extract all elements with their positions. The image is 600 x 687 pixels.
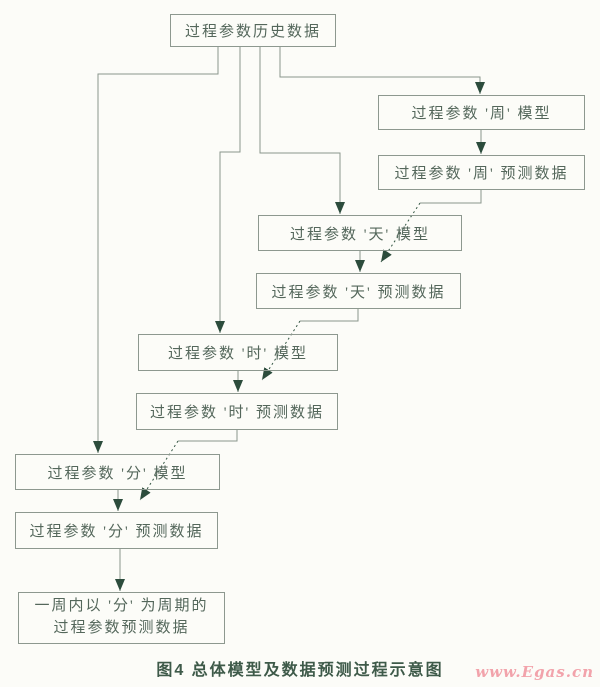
node-week-model: 过程参数 '周' 模型 [378,95,585,130]
arrow-history-to-day-model [259,47,345,214]
node-week-model-label: 过程参数 '周' 模型 [411,106,552,122]
arrow-history-to-week-model [279,47,485,94]
elbow-day-data-to-hour-data [300,309,359,322]
node-min-data-label: 过程参数 '分' 预测数据 [29,524,204,540]
dashed-arrow-week-data-to-day-data [380,202,421,263]
node-week-prediction-data: 过程参数 '周' 预测数据 [378,155,585,190]
figure-caption: 图4 总体模型及数据预测过程示意图 [156,662,444,679]
node-hour-prediction-data: 过程参数 '时' 预测数据 [136,393,338,430]
node-hour-data-label: 过程参数 '时' 预测数据 [150,405,324,421]
elbow-week-data-to-day-data [420,190,482,204]
dashed-arrow-day-data-to-hour-data [261,320,301,381]
node-history-label: 过程参数历史数据 [184,24,321,40]
node-min-model-label: 过程参数 '分' 模型 [47,465,188,482]
arrow-history-to-hour-model [215,47,241,333]
node-day-data-label: 过程参数 '天' 预测数据 [271,284,446,301]
arrow-history-to-min-model [93,47,219,453]
node-history-data: 过程参数历史数据 [170,14,336,47]
dashed-arrow-hour-data-to-min-data [139,440,179,501]
node-final-label-line1: 一周内以 '分' 为周期的 [34,598,209,615]
watermark-url: www.Egas.cn [475,663,594,681]
node-week-data-label: 过程参数 '周' 预测数据 [394,166,569,182]
node-final-weekly-minute-data: 一周内以 '分' 为周期的 过程参数预测数据 [18,592,225,644]
node-minute-prediction-data: 过程参数 '分' 预测数据 [15,512,218,549]
node-day-model: 过程参数 '天' 模型 [258,215,462,251]
node-hour-model: 过程参数 '时' 模型 [138,334,338,371]
node-hour-model-label: 过程参数 '时' 模型 [168,346,308,362]
node-day-model-label: 过程参数 '天' 模型 [290,226,430,243]
elbow-hour-data-to-min-data [178,430,238,442]
node-final-label-line2: 过程参数预测数据 [53,620,190,636]
node-day-prediction-data: 过程参数 '天' 预测数据 [256,273,461,309]
node-minute-model: 过程参数 '分' 模型 [15,454,220,490]
